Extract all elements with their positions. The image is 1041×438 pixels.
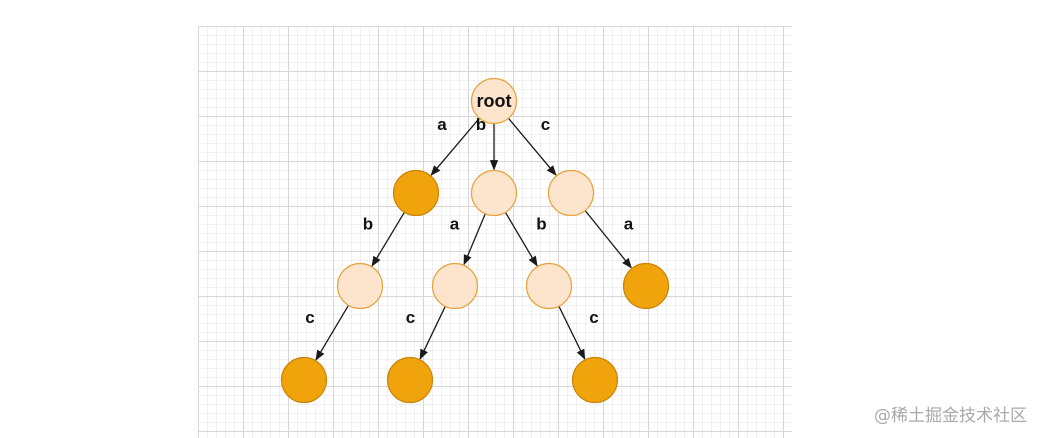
edge-label: b (476, 115, 486, 134)
terminal-node-ca (622, 262, 670, 310)
trie-node-ba (431, 262, 479, 310)
edge-label: b (536, 215, 546, 234)
edge-label: a (450, 215, 460, 234)
edge-label: c (589, 308, 598, 327)
edge-label: c (541, 115, 550, 134)
trie-node-c (547, 169, 595, 217)
edge-ba-bac (419, 306, 446, 360)
edge-a-ab (371, 211, 405, 267)
edge-label: a (437, 115, 447, 134)
edge-label: b (363, 215, 373, 234)
trie-diagram: a b c b a b a c c c root (280, 77, 670, 404)
edge-bb-bbc (558, 305, 586, 360)
terminal-node-bbc (571, 356, 619, 404)
trie-node-ab (336, 262, 384, 310)
edge-label: c (305, 308, 314, 327)
edges-layer: a b c b a b a c c c (305, 115, 634, 361)
terminal-node-a (392, 169, 440, 217)
node-label-root: root (477, 91, 512, 111)
trie-node-root (470, 77, 518, 125)
edge-ab-abc (315, 304, 350, 361)
edge-b-bb (504, 212, 538, 267)
edge-b-ba (463, 213, 486, 266)
diagram-canvas: a b c b a b a c c c root (198, 26, 792, 438)
terminal-node-abc (280, 356, 328, 404)
edge-label: a (624, 215, 634, 234)
edge-root-c (507, 117, 557, 176)
edge-c-ca (584, 210, 632, 269)
terminal-node-bac (386, 356, 434, 404)
edge-label: c (406, 308, 415, 327)
trie-node-bb (525, 262, 573, 310)
watermark: @稀土掘金技术社区 (874, 406, 1027, 426)
trie-node-b (470, 169, 518, 217)
nodes-layer: root (280, 77, 670, 404)
edge-root-a (430, 117, 480, 176)
